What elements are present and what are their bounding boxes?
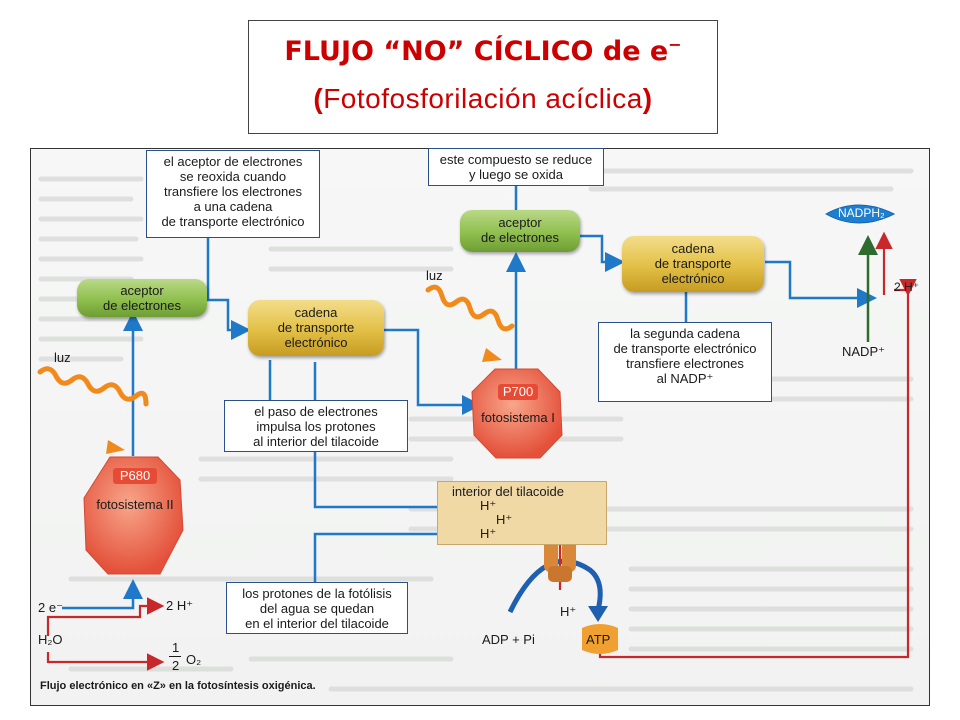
two-h-left-label: 2 H⁺ bbox=[166, 598, 194, 613]
title-main: FLUJO “NO” CÍCLICO de e− bbox=[284, 35, 682, 67]
title-box: FLUJO “NO” CÍCLICO de e− (Fotofosforilac… bbox=[248, 20, 718, 134]
arrow-acceptor1-to-chain1 bbox=[207, 298, 251, 340]
photosystem-ii bbox=[83, 456, 184, 575]
fraction-bar bbox=[169, 656, 181, 657]
arrow-h2o-to-o2 bbox=[46, 652, 165, 671]
photosystem-i-label: fotosistema I bbox=[481, 410, 555, 425]
nadph-label: NADPH₂ bbox=[838, 206, 885, 220]
p680-label: P680 bbox=[119, 468, 151, 483]
luz-center-label: luz bbox=[426, 268, 443, 283]
atp-synthase-curve-arrow bbox=[507, 558, 603, 614]
h-plus-2: H⁺ bbox=[496, 512, 513, 527]
half-denominator: 2 bbox=[172, 658, 180, 673]
two-electrons-label: 2 e⁻ bbox=[38, 600, 63, 615]
h2o-label: H₂O bbox=[38, 632, 63, 647]
arrow-chain2-to-nadph bbox=[765, 260, 877, 308]
arrow-acceptor2-to-chain2 bbox=[580, 234, 625, 272]
luz-wave-center bbox=[425, 284, 515, 332]
p680-badge bbox=[113, 468, 157, 484]
thylakoid-interior bbox=[437, 481, 607, 545]
photosystem-ii-label: fotosistema II bbox=[96, 497, 174, 512]
nadph-shape bbox=[824, 204, 896, 224]
title-subtitle: (Fotofosforilación acíclica) bbox=[313, 83, 653, 114]
o2-label: O₂ bbox=[186, 652, 202, 667]
luz-wave-left bbox=[37, 366, 149, 407]
half-numerator: 1 bbox=[172, 640, 180, 655]
arrow-chain1-to-ps1 bbox=[384, 328, 482, 415]
h-plus-atp: H⁺ bbox=[560, 604, 577, 619]
p700-badge bbox=[498, 384, 538, 400]
thylakoid-interior-label: interior del tilacoide bbox=[452, 484, 565, 499]
atp-label: ATP bbox=[586, 632, 611, 647]
luz-left-label: luz bbox=[54, 350, 71, 365]
two-h-right-label: 2 H⁺ bbox=[894, 280, 920, 294]
p700-label: P700 bbox=[502, 384, 534, 399]
figure-caption: Flujo electrónico en «Z» en la fotosínte… bbox=[40, 680, 316, 692]
h-plus-1: H⁺ bbox=[480, 498, 497, 513]
arrow-h2o-to-2h bbox=[46, 597, 165, 636]
atp-badge bbox=[582, 624, 618, 654]
nadp-label: NADP⁺ bbox=[842, 344, 885, 359]
h-plus-3: H⁺ bbox=[480, 526, 497, 541]
adp-pi-label: ADP + Pi bbox=[482, 632, 535, 647]
title-superscript: − bbox=[668, 35, 682, 54]
arrow-2e-to-ps2 bbox=[62, 579, 143, 610]
photosystem-i bbox=[471, 368, 563, 459]
